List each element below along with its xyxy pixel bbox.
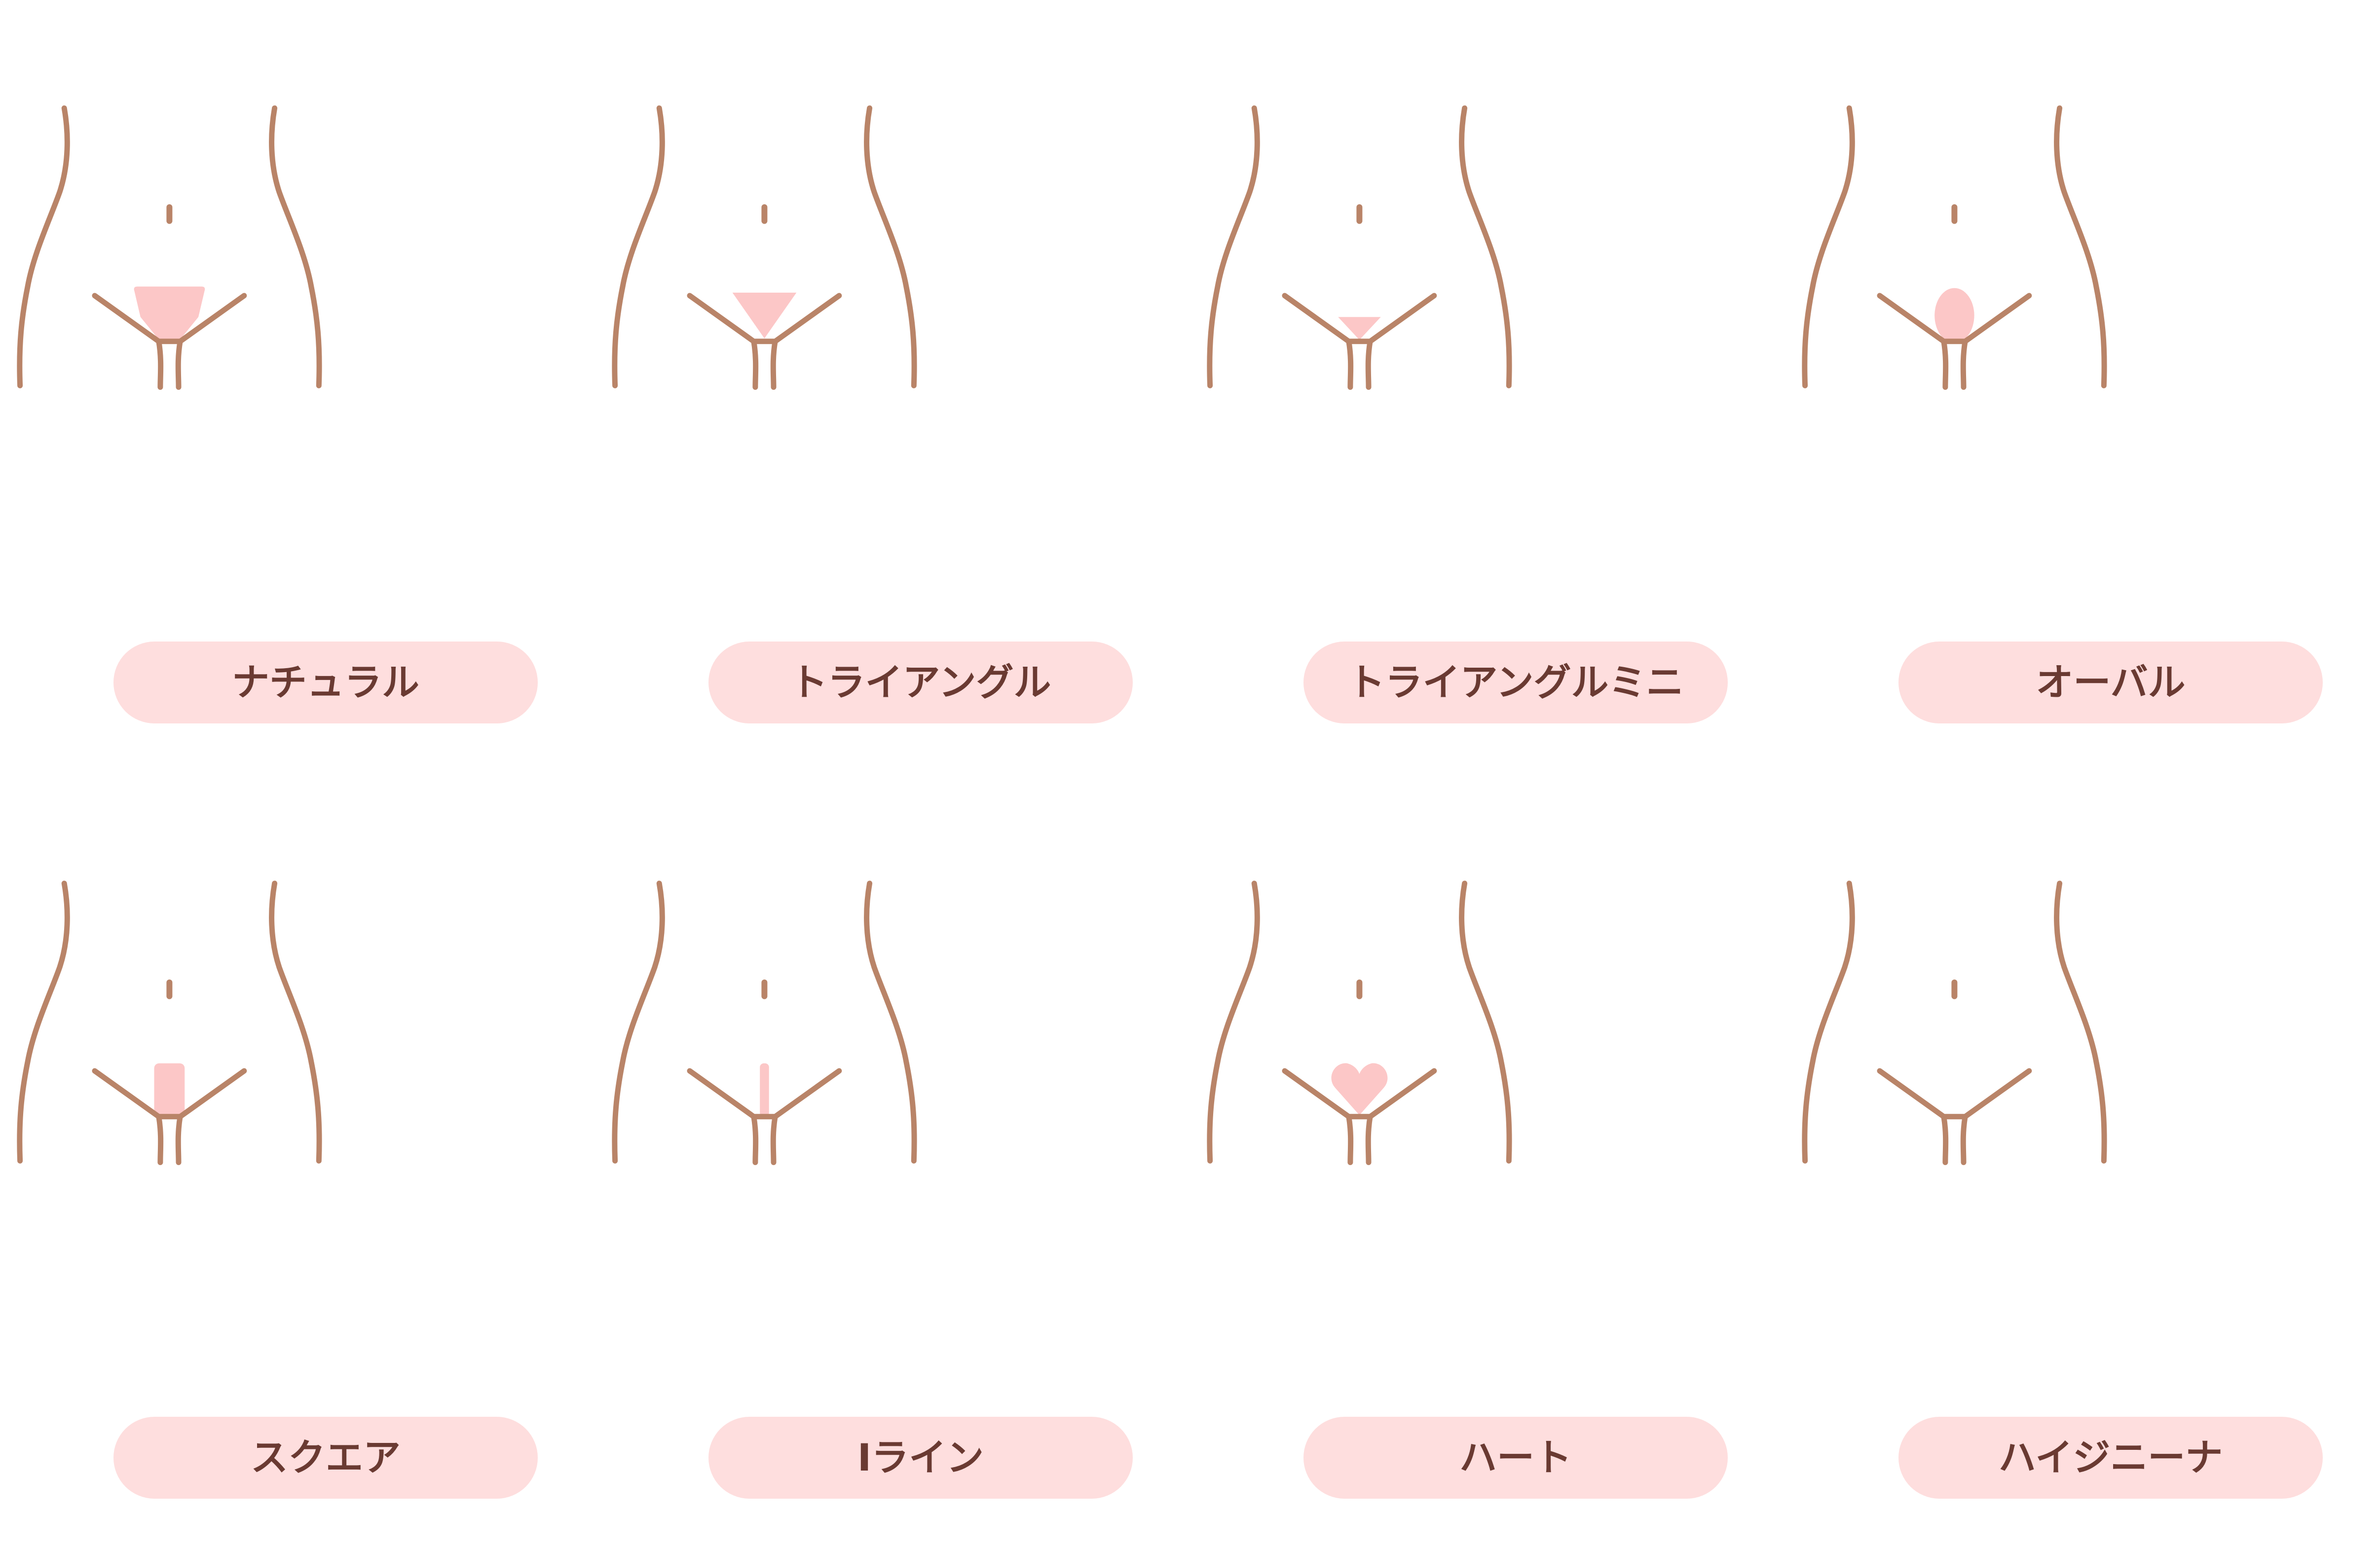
left-hip-contour (612, 880, 665, 1164)
right-hip-contour (269, 105, 322, 388)
left-hip-contour (17, 880, 70, 1164)
right-hip-contour (1459, 880, 1512, 1164)
body-illustration (1207, 880, 1512, 1165)
hair-area-triangle-mini (1338, 317, 1381, 340)
body-figure (1207, 105, 1512, 390)
right-hip-contour (2054, 880, 2107, 1164)
groin-line (687, 1068, 842, 1120)
body-illustration (1207, 105, 1512, 390)
right-hip-contour (269, 880, 322, 1164)
style-label-pill: Iライン (708, 1417, 1133, 1499)
left-hip-contour (1802, 880, 1855, 1164)
groin-line (1282, 293, 1437, 344)
right-hip-contour (864, 105, 917, 388)
body-figure (612, 880, 917, 1165)
groin-line (1877, 1068, 2032, 1120)
left-hip-contour (612, 105, 665, 388)
right-inner-thigh (175, 1114, 183, 1165)
right-hip-contour (2054, 105, 2107, 388)
right-hip-contour (1459, 105, 1512, 388)
style-label: スクエア (251, 1436, 401, 1479)
style-label: トライアングルミニ (1347, 660, 1684, 704)
left-inner-thigh (156, 1114, 164, 1165)
right-inner-thigh (175, 339, 183, 390)
style-label: トライアングル (790, 660, 1051, 704)
style-card-square: スクエア (0, 775, 595, 1551)
style-label-pill: トライアングル (708, 642, 1133, 723)
body-illustration (17, 880, 322, 1165)
style-card-oval: オーバル (1785, 0, 2380, 775)
groin-line (1282, 1068, 1437, 1120)
style-card-triangle: トライアングル (595, 0, 1190, 775)
body-figure (1207, 880, 1512, 1165)
body-figure (612, 105, 917, 390)
hair-area-trapezoid (134, 286, 205, 341)
right-inner-thigh (1365, 339, 1373, 390)
left-inner-thigh (1346, 339, 1354, 390)
hair-area-i-line (760, 1063, 769, 1117)
hair-area-square (154, 1063, 185, 1117)
right-hip-contour (864, 880, 917, 1164)
left-inner-thigh (751, 1114, 759, 1165)
left-hip-contour (1802, 105, 1855, 388)
left-inner-thigh (1941, 1114, 1949, 1165)
body-illustration (1802, 105, 2107, 390)
style-label-pill: ハイジニーナ (1898, 1417, 2323, 1499)
style-label-pill: トライアングルミニ (1303, 642, 1728, 723)
style-card-natural: ナチュラル (0, 0, 595, 775)
style-label-pill: ハート (1303, 1417, 1728, 1499)
style-label: ハイジニーナ (1998, 1436, 2223, 1479)
right-inner-thigh (770, 339, 778, 390)
body-illustration (1802, 880, 2107, 1165)
right-inner-thigh (770, 1114, 778, 1165)
style-label: Iライン (857, 1436, 984, 1479)
style-card-hygienic: ハイジニーナ (1785, 775, 2380, 1551)
style-card-i-line: Iライン (595, 775, 1190, 1551)
left-hip-contour (17, 105, 70, 388)
left-inner-thigh (751, 339, 759, 390)
right-inner-thigh (1365, 1114, 1373, 1165)
body-illustration (612, 105, 917, 390)
left-hip-contour (1207, 880, 1260, 1164)
right-inner-thigh (1960, 339, 1968, 390)
left-inner-thigh (1346, 1114, 1354, 1165)
body-figure (17, 880, 322, 1165)
right-inner-thigh (1960, 1114, 1968, 1165)
body-figure (1802, 880, 2107, 1165)
hair-area-heart (1331, 1063, 1388, 1115)
left-inner-thigh (1941, 339, 1949, 390)
style-label-pill: ナチュラル (113, 642, 538, 723)
style-label: ナチュラル (232, 660, 419, 704)
left-inner-thigh (156, 339, 164, 390)
style-label: オーバル (2036, 660, 2186, 704)
style-label-pill: スクエア (113, 1417, 538, 1499)
groin-line (92, 293, 247, 344)
body-figure (1802, 105, 2107, 390)
body-illustration (17, 105, 322, 390)
hair-area-oval (1934, 288, 1974, 343)
style-card-triangle-mini: トライアングルミニ (1190, 0, 1785, 775)
body-figure (17, 105, 322, 390)
groin-line (92, 1068, 247, 1120)
body-illustration (612, 880, 917, 1165)
style-label-pill: オーバル (1898, 642, 2323, 723)
style-card-heart: ハート (1190, 775, 1785, 1551)
style-label: ハート (1459, 1436, 1572, 1479)
groin-line (1877, 293, 2032, 344)
groin-line (687, 293, 842, 344)
hair-area-triangle (732, 293, 797, 339)
left-hip-contour (1207, 105, 1260, 388)
